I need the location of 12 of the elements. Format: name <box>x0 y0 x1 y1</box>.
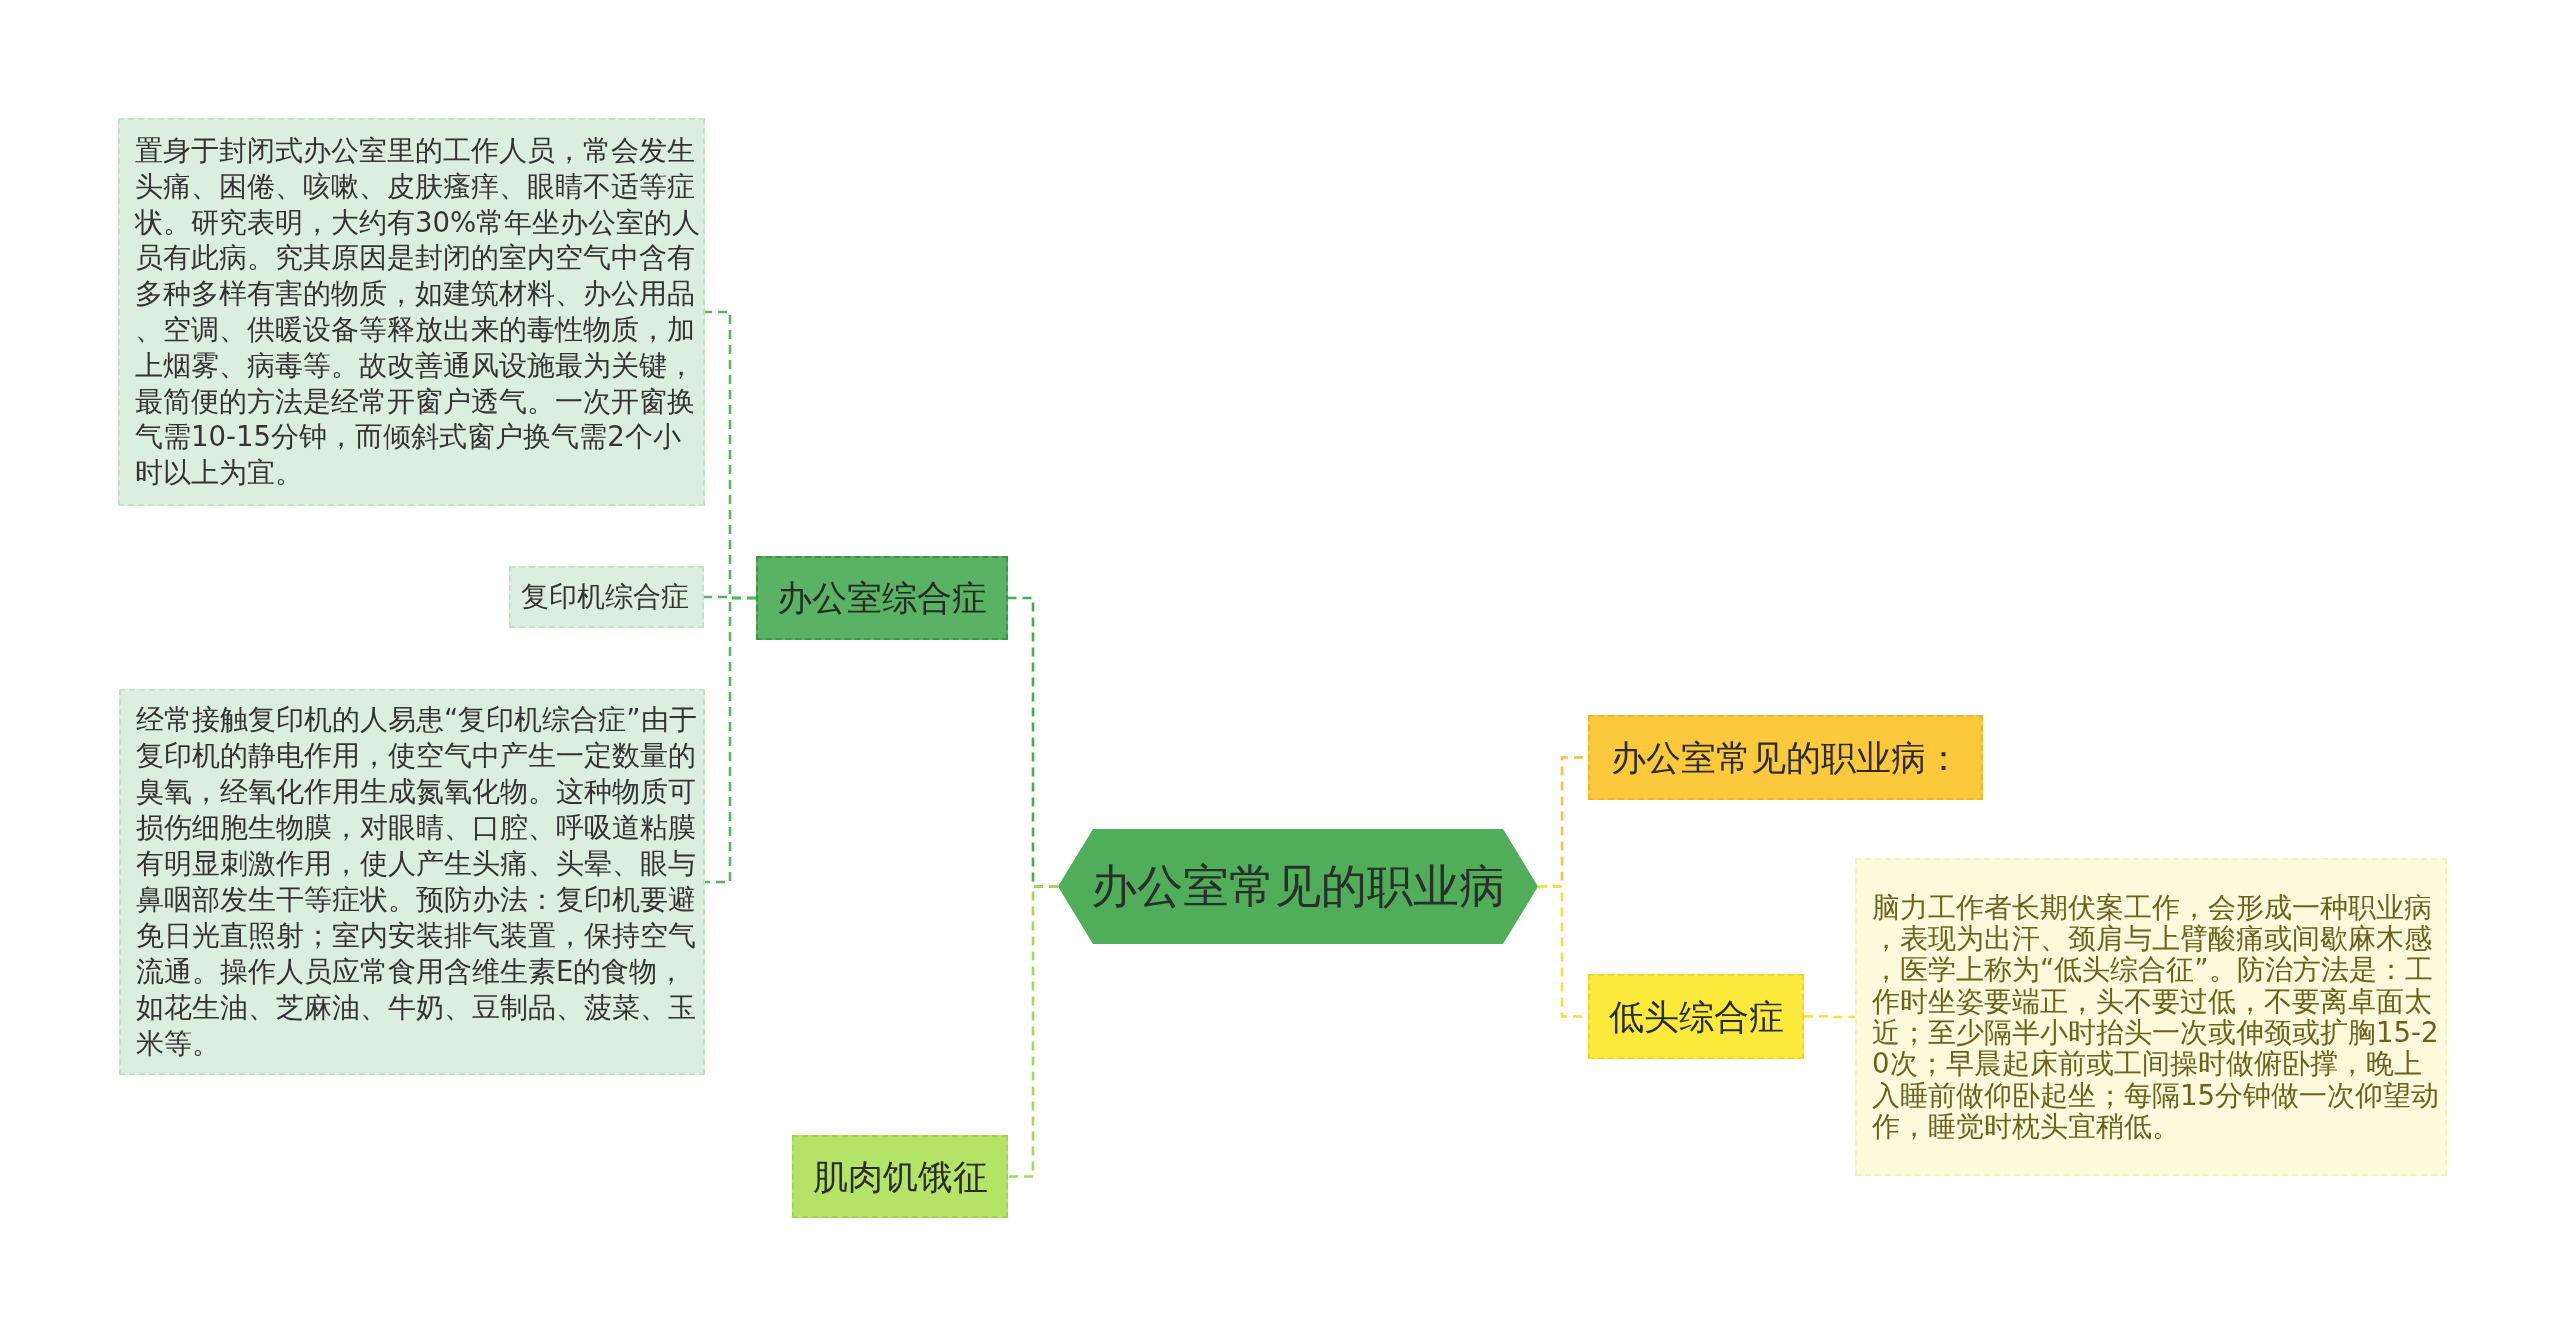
topic-box: 办公室常见的职业病： <box>1588 715 1983 800</box>
note-box: 置身于封闭式办公室里的工作人员，常会发生头痛、困倦、咳嗽、皮肤瘙痒、眼睛不适等症状。研究表明，大约有30%常年坐办公室的人员有此病。究其原因是封闭的室内空气中含有多种多样有害的物质，如建筑材料、办公用品、空调、供暖设备等释放出来的毒性物质，加上烟雾、病毒等。故改善通风设施最为关键，最简便的方法是经常开窗户透气。一次开窗换气需10-15分钟，而倾斜式窗户换气需2个小时以上为宜。 <box>118 118 705 506</box>
note-box: 脑力工作者长期伏案工作，会形成一种职业病，表现为出汗、颈肩与上臂酸痛或间歇麻木感，医学上称为“低头综合征”。防治方法是：工作时坐姿要端正，头不要过低，不要离卓面太近；至少隔半小时抬头一次或伸颈或扩胸15-20次；早晨起床前或工间操时做俯卧撑，晚上入睡前做仰卧起坐；每隔15分钟做一次仰望动作，睡觉时枕头宜稍低。 <box>1855 858 2447 1176</box>
central-topic-hexagon: 办公室常见的职业病 <box>1058 829 1538 944</box>
topic-box: 肌肉饥饿征 <box>792 1135 1008 1218</box>
connector-line <box>1008 885 1058 1178</box>
topic-box: 低头综合症 <box>1588 974 1804 1059</box>
connector-line <box>1804 1015 1855 1019</box>
note-box: 经常接触复印机的人易患“复印机综合症”由于复印机的静电作用，使空气中产生一定数量的臭氧，经氧化作用生成氮氧化物。这种物质可损伤细胞生物膜，对眼睛、口腔、呼吸道粘膜有明显刺激作用，使人产生头痛、头晕、眼与鼻咽部发生干等症状。预防办法：复印机要避免日光直照射；室内安装排气装置，保持空气流通。操作人员应常食用含维生素E的食物，如花生油、芝麻油、牛奶、豆制品、菠菜、玉米等。 <box>119 689 705 1075</box>
connector-line <box>705 596 756 884</box>
topic-box: 办公室综合症 <box>756 556 1008 640</box>
subtopic-box: 复印机综合症 <box>509 566 704 628</box>
